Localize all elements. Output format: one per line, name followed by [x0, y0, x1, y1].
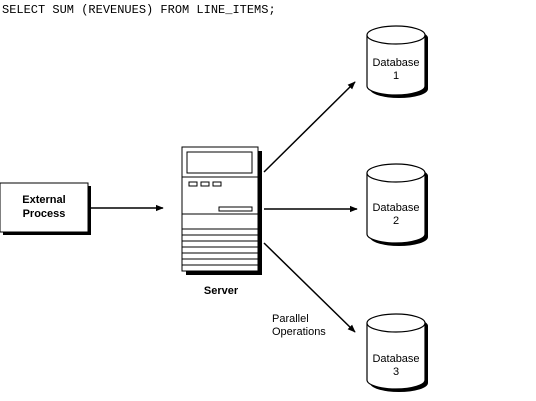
database-1-cylinder-top	[366, 25, 426, 45]
database-2-cylinder-top	[366, 163, 426, 183]
external-process-box	[0, 182, 89, 233]
database-2-label: Database	[372, 202, 419, 214]
sql-query-text: SELECT SUM (REVENUES) FROM LINE_ITEMS;	[2, 3, 276, 17]
database-3-node: Database 3	[366, 313, 428, 392]
database-2-number: 2	[393, 215, 399, 227]
parallel-operations-label-line1: Parallel	[272, 313, 309, 325]
server-vents	[182, 228, 258, 266]
database-1-node: Database 1	[366, 25, 428, 98]
database-1-label: Database	[372, 57, 419, 69]
database-3-cylinder-body	[366, 323, 426, 390]
server-top-panel	[186, 151, 253, 174]
server-label: Server	[204, 285, 239, 297]
database-3-label: Database	[372, 353, 419, 365]
database-2-cylinder-body	[366, 173, 426, 244]
database-1-cylinder-body	[366, 35, 426, 96]
arrow-server-to-db3	[263, 242, 356, 333]
server-drive-bay-2	[200, 181, 210, 187]
server-drive-bay-1	[188, 181, 198, 187]
external-process-label-line1: External	[22, 194, 65, 206]
database-1-number: 1	[393, 70, 399, 82]
external-process-label-line2: Process	[23, 208, 66, 220]
server-slot	[218, 206, 253, 212]
server-icon	[181, 146, 262, 275]
database-3-number: 3	[393, 366, 399, 378]
database-2-node: Database 2	[366, 163, 428, 246]
server-drive-bay-3	[212, 181, 222, 187]
database-3-cylinder-top	[366, 313, 426, 333]
external-process-node: External Process	[0, 182, 91, 235]
parallel-operations-label-line2: Operations	[272, 326, 326, 338]
arrow-server-to-db1	[263, 81, 356, 173]
